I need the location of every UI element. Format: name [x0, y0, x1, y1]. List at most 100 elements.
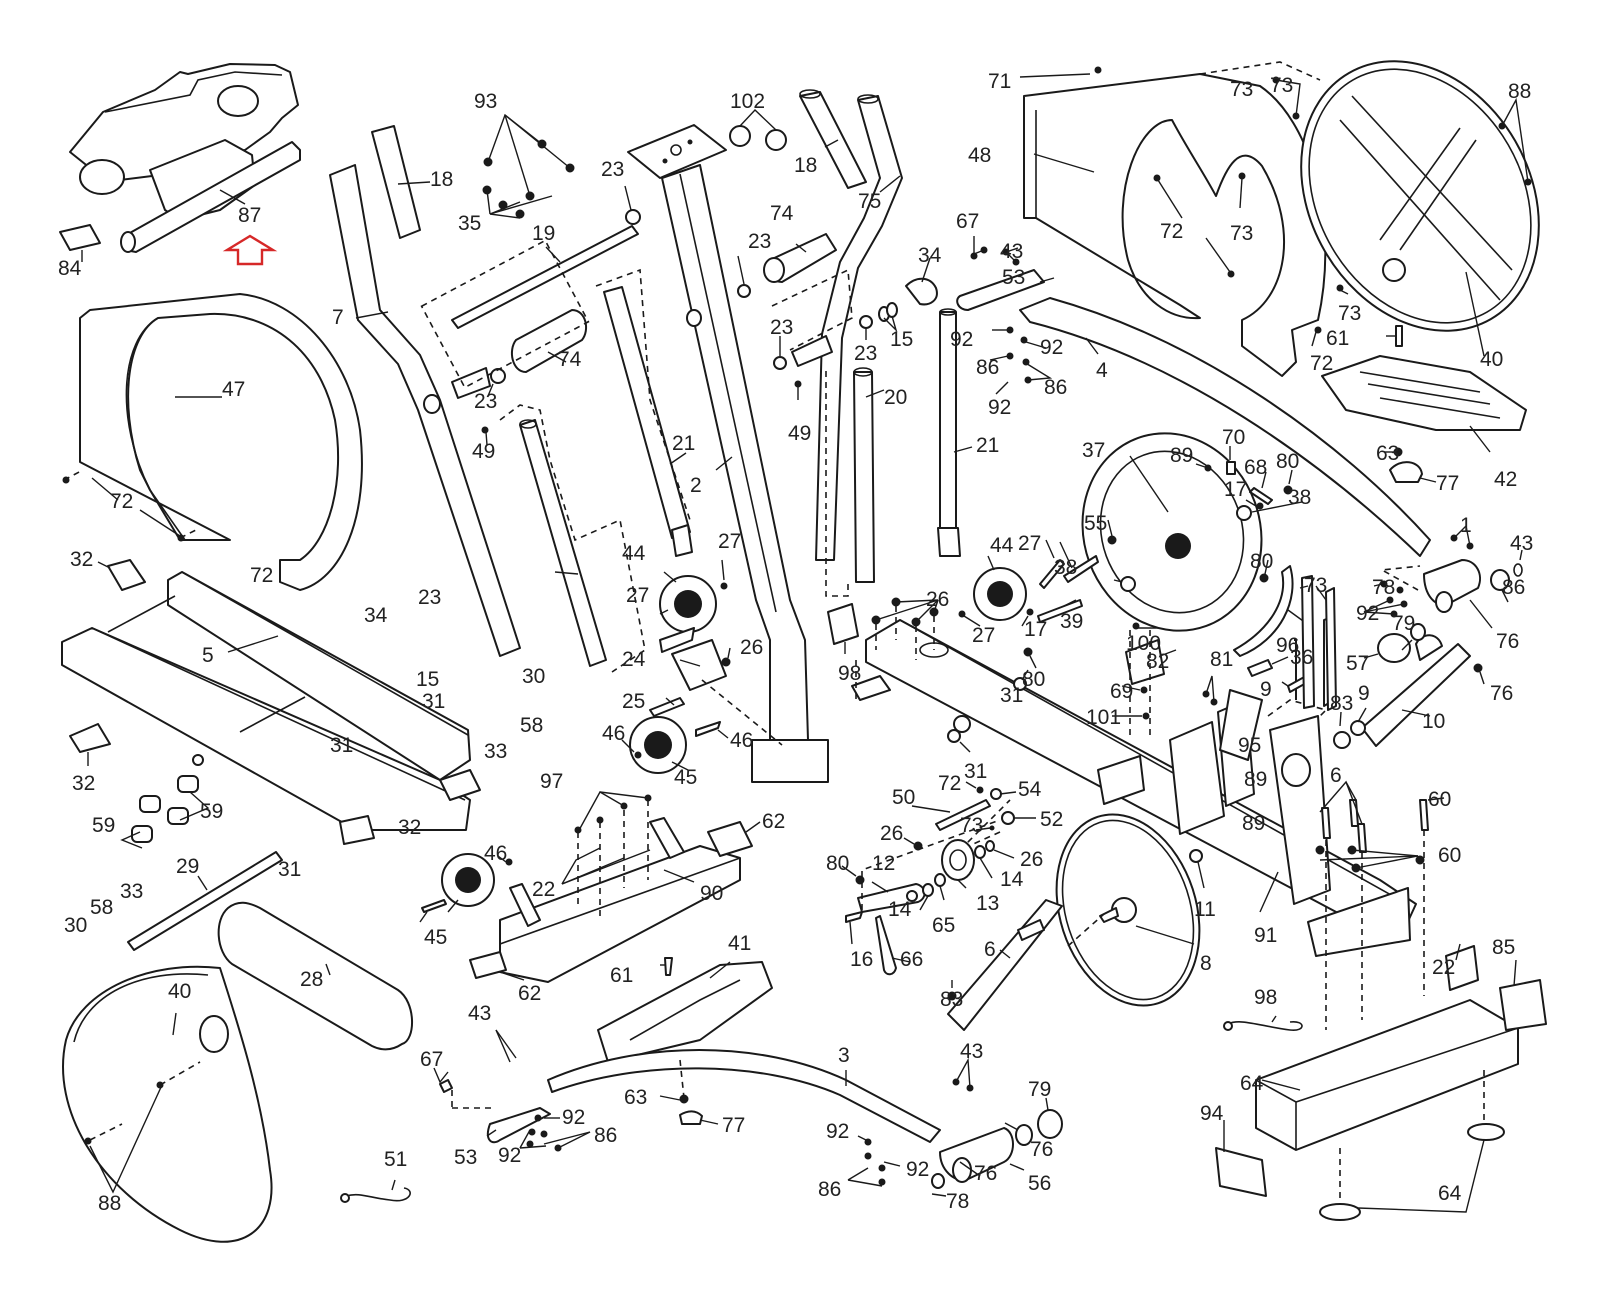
nuts-26-cluster — [871, 597, 939, 660]
lower-arm-20-left — [499, 404, 646, 673]
disc-shield-40-right — [1300, 60, 1540, 357]
callout-2: 2 — [690, 474, 702, 497]
screws-93-35 — [482, 113, 575, 219]
callout-10: 10 — [1422, 710, 1445, 733]
callout-13: 13 — [976, 892, 999, 915]
brake-assembly — [1112, 446, 1311, 740]
callout-92: 92 — [950, 328, 973, 351]
callout-23: 23 — [418, 586, 441, 609]
callout-98: 98 — [1254, 986, 1277, 1009]
callout-63: 63 — [624, 1086, 647, 1109]
callout-95: 95 — [1238, 734, 1261, 757]
callout-57: 57 — [1346, 652, 1369, 675]
callout-27: 27 — [718, 530, 741, 553]
callout-31: 31 — [1000, 684, 1023, 707]
callout-98: 98 — [838, 662, 861, 685]
callout-68: 68 — [1244, 456, 1267, 479]
callout-59: 59 — [200, 800, 223, 823]
callout-25: 25 — [622, 690, 645, 713]
callout-38: 38 — [1288, 486, 1311, 509]
callout-86: 86 — [1502, 576, 1525, 599]
callout-85: 85 — [1492, 936, 1515, 959]
callout-79: 79 — [1392, 612, 1415, 635]
callout-81: 81 — [1210, 648, 1233, 671]
callout-17: 17 — [1224, 478, 1247, 501]
callout-78: 78 — [946, 1190, 969, 1213]
callout-80: 80 — [1250, 550, 1273, 573]
callout-6: 6 — [984, 938, 996, 961]
callout-97: 97 — [540, 770, 563, 793]
callout-30: 30 — [64, 914, 87, 937]
callout-82: 82 — [1146, 650, 1169, 673]
bracket-91 — [1299, 575, 1315, 709]
right-upper-arm-75 — [729, 89, 903, 561]
callout-22: 22 — [532, 878, 555, 901]
callout-47: 47 — [222, 378, 245, 401]
callout-92: 92 — [988, 396, 1011, 419]
callout-33: 33 — [120, 880, 143, 903]
callout-72: 72 — [1160, 220, 1183, 243]
callout-23: 23 — [854, 342, 877, 365]
callout-76: 76 — [1030, 1138, 1053, 1161]
callout-76: 76 — [1496, 630, 1519, 653]
arm-cover-74-right — [737, 233, 938, 400]
callout-72: 72 — [1310, 352, 1333, 375]
callout-18: 18 — [794, 154, 817, 177]
highlight-arrow-icon — [222, 234, 278, 266]
callout-80: 80 — [1276, 450, 1299, 473]
callout-84: 84 — [58, 257, 82, 280]
callout-42: 42 — [1494, 468, 1517, 491]
callout-74: 74 — [770, 202, 794, 225]
callout-32: 32 — [70, 548, 93, 571]
callout-15: 15 — [890, 328, 913, 351]
callout-72: 72 — [250, 564, 273, 587]
callout-91: 91 — [1254, 924, 1277, 947]
callout-72: 72 — [938, 772, 961, 795]
callout-55: 55 — [1084, 512, 1107, 535]
callout-88: 88 — [1508, 80, 1531, 103]
callout-14: 14 — [1000, 868, 1024, 891]
callout-34: 34 — [364, 604, 388, 627]
pivot-56 — [847, 1057, 1063, 1197]
upright-2 — [624, 124, 829, 783]
callout-24: 24 — [622, 648, 646, 671]
callout-74: 74 — [558, 348, 582, 371]
callout-89: 89 — [1244, 768, 1267, 791]
bolts-60-right — [1315, 780, 1445, 1030]
wire-harness-85 — [1223, 1015, 1303, 1031]
callout-37: 37 — [1082, 439, 1105, 462]
callout-76: 76 — [1490, 682, 1513, 705]
left-shield-part — [62, 293, 363, 591]
callout-73: 73 — [1304, 574, 1327, 597]
callout-14: 14 — [888, 898, 912, 921]
callout-43: 43 — [960, 1040, 983, 1063]
callout-3: 3 — [838, 1044, 850, 1067]
callout-27: 27 — [972, 624, 995, 647]
bracket-24 — [649, 639, 783, 746]
callout-43: 43 — [468, 1002, 491, 1025]
tension-cable-50 — [911, 781, 1036, 851]
drive-belt-28 — [217, 901, 414, 1051]
callout-36: 36 — [1290, 646, 1313, 669]
callout-64: 64 — [1438, 1182, 1462, 1205]
right-shield-48 — [1019, 61, 1349, 377]
disc-shield-40-left — [62, 965, 273, 1243]
left-pedal-arm-3 — [547, 1049, 941, 1143]
callout-43: 43 — [1000, 240, 1023, 263]
sensor-98-top — [827, 603, 859, 654]
callout-40: 40 — [168, 980, 191, 1003]
main-frame-1 — [851, 585, 1417, 957]
callout-101: 101 — [1086, 706, 1121, 729]
handgrip-18-left — [371, 125, 431, 239]
callout-61: 61 — [610, 964, 633, 987]
callout-86: 86 — [1044, 376, 1067, 399]
lower-arm-20-right — [825, 366, 885, 597]
callout-79: 79 — [1028, 1078, 1051, 1101]
callout-44: 44 — [622, 542, 646, 565]
front-stabilizer-90 — [419, 791, 761, 983]
end-cap-32 — [69, 559, 481, 845]
callout-32: 32 — [72, 772, 95, 795]
callout-73: 73 — [1230, 78, 1253, 101]
callout-53: 53 — [1002, 266, 1025, 289]
